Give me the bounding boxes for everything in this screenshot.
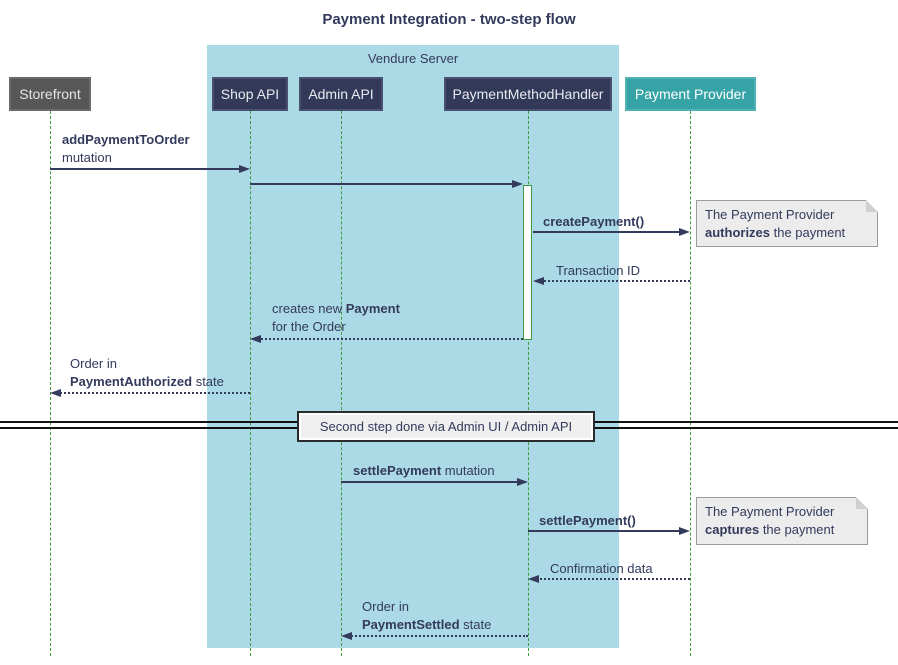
arrowhead-left-icon <box>528 575 539 583</box>
message-text: for the Order <box>272 319 346 334</box>
note-text: The Payment Provider <box>705 504 835 519</box>
message-order-payment-settled-label: Order in PaymentSettled state <box>362 598 491 634</box>
message-text: creates new <box>272 301 346 316</box>
message-text: state <box>459 617 492 632</box>
arrow-line <box>57 392 250 394</box>
message-confirmation-data-label: Confirmation data <box>550 560 653 578</box>
message-text-bold: settlePayment <box>353 463 442 478</box>
message-settle-payment-mutation-label: settlePayment mutation <box>353 462 495 480</box>
arrowhead-left-icon <box>50 389 61 397</box>
arrowhead-left-icon <box>250 335 261 343</box>
participant-payment-provider-label: Payment Provider <box>634 86 747 102</box>
participant-payment-method-handler-label: PaymentMethodHandler <box>452 86 604 102</box>
vendure-server-frame-label: Vendure Server <box>367 51 459 66</box>
arrow-line <box>540 280 690 282</box>
arrow-line <box>348 635 528 637</box>
message-text: Order in <box>362 599 409 614</box>
lifeline-shop-api <box>250 111 251 656</box>
message-text: Transaction ID <box>556 263 641 278</box>
message-text: createPayment() <box>543 214 645 229</box>
message-text-bold: PaymentSettled <box>362 617 460 632</box>
note-text-bold: captures <box>705 522 760 537</box>
lifeline-storefront <box>50 111 51 656</box>
divider-label: Second step done via Admin UI / Admin AP… <box>319 419 573 434</box>
note-text: authorizes the payment <box>705 224 869 242</box>
arrowhead-right-icon <box>679 228 690 236</box>
arrowhead-right-icon <box>679 527 690 535</box>
message-text-bold: PaymentAuthorized <box>70 374 193 389</box>
note-text-bold: authorizes <box>705 225 771 240</box>
participant-admin-api-label: Admin API <box>308 86 374 102</box>
note-text: the payment <box>759 522 835 537</box>
divider-label-box: Second step done via Admin UI / Admin AP… <box>297 411 595 442</box>
message-creates-new-payment-label: creates new Payment for the Order <box>272 300 400 336</box>
message-order-payment-authorized-label: Order in PaymentAuthorized state <box>70 355 224 391</box>
arrow-line <box>533 231 684 233</box>
note-text: captures the payment <box>705 521 859 539</box>
message-settle-payment-call-label: settlePayment() <box>539 512 636 530</box>
participant-payment-provider: Payment Provider <box>625 77 756 111</box>
message-add-payment-to-order-label: addPaymentToOrder mutation <box>62 131 190 167</box>
participant-storefront: Storefront <box>9 77 91 111</box>
arrowhead-right-icon <box>239 165 250 173</box>
message-text: Confirmation data <box>550 561 653 576</box>
arrow-line <box>341 481 522 483</box>
lifeline-payment-method-handler <box>528 111 529 656</box>
participant-payment-method-handler: PaymentMethodHandler <box>444 77 612 111</box>
participant-admin-api: Admin API <box>299 77 383 111</box>
message-text-bold: Payment <box>345 301 400 316</box>
arrow-line <box>528 530 684 532</box>
note-authorize: The Payment Provider authorizes the paym… <box>696 200 878 247</box>
diagram-title: Payment Integration - two-step flow <box>322 11 576 28</box>
note-fold-corner-icon <box>856 497 868 509</box>
vendure-server-frame: Vendure Server <box>207 45 619 648</box>
message-text: mutation <box>62 150 112 165</box>
lifeline-admin-api <box>341 111 342 656</box>
message-text: Order in <box>70 356 117 371</box>
message-text: mutation <box>441 463 495 478</box>
arrowhead-left-icon <box>341 632 352 640</box>
arrow-line <box>250 183 517 185</box>
arrow-line <box>257 338 523 340</box>
message-text-bold: settlePayment() <box>539 513 636 528</box>
arrow-line <box>50 168 244 170</box>
message-create-payment-label: createPayment() <box>543 213 644 231</box>
arrow-line <box>535 578 690 580</box>
message-transaction-id-label: Transaction ID <box>556 262 640 280</box>
note-text: the payment <box>770 225 846 240</box>
lifeline-payment-provider <box>690 111 691 656</box>
arrowhead-right-icon <box>512 180 523 188</box>
arrowhead-left-icon <box>533 277 544 285</box>
participant-shop-api-label: Shop API <box>220 86 280 102</box>
note-fold-corner-icon <box>866 200 878 212</box>
activation-bar-payment-method-handler <box>523 185 532 340</box>
note-capture: The Payment Provider captures the paymen… <box>696 497 868 545</box>
arrowhead-right-icon <box>517 478 528 486</box>
note-text: The Payment Provider <box>705 207 835 222</box>
participant-shop-api: Shop API <box>212 77 288 111</box>
message-text: state <box>192 374 224 389</box>
participant-storefront-label: Storefront <box>19 86 81 102</box>
message-text: addPaymentToOrder <box>62 132 190 147</box>
